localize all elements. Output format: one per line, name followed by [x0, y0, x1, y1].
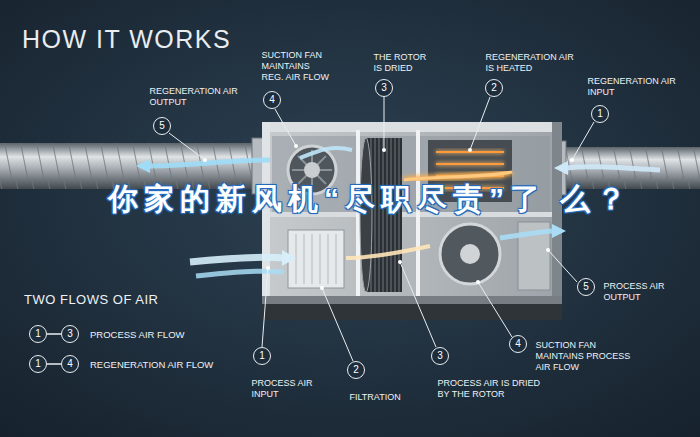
leader-dot [320, 286, 324, 290]
callout-circle: 1REGENERATION AIR INPUT [591, 105, 609, 123]
top-frame [262, 122, 562, 132]
filter [288, 230, 344, 288]
leader-dot [203, 158, 207, 162]
leader-line [400, 262, 436, 347]
callout-circle: 1PROCESS AIR INPUT [253, 347, 271, 365]
callout-number: 3 [437, 351, 443, 361]
callout-label: REGENERATION AIR IS HEATED [486, 52, 582, 74]
callout-number: 2 [353, 365, 359, 375]
legend-dash [47, 363, 61, 365]
leader-dot [570, 158, 574, 162]
regeneration-input-flow [566, 167, 660, 170]
callout-circle: 5PROCESS AIR OUTPUT [577, 278, 595, 296]
callout-label: SUCTION FAN MAINTAINS PROCESS AIR FLOW [536, 340, 638, 373]
leader-dot [468, 148, 472, 152]
callout-label: SUCTION FAN MAINTAINS REG. AIR FLOW [262, 50, 333, 83]
legend-text: REGENERATION AIR FLOW [90, 359, 213, 370]
callout-number: 4 [67, 359, 73, 369]
leader-dot [546, 248, 550, 252]
process-fan-hub [460, 244, 480, 264]
callout-circle: 3THE ROTOR IS DRIED [375, 79, 393, 97]
legend-dash [47, 333, 61, 335]
leader-dots [203, 144, 574, 290]
legend-circle: 4 [61, 355, 79, 373]
leader-dot [476, 280, 480, 284]
leader-line [262, 268, 268, 347]
callout-label: REGENERATION AIR OUTPUT [150, 86, 250, 108]
callout-number: 3 [67, 329, 73, 339]
dried-air-flow [346, 246, 430, 258]
callout-circle: 2FILTRATION [347, 361, 365, 379]
callout-number: 1 [597, 109, 603, 119]
heated-air-glow [404, 172, 512, 180]
process-fan [440, 224, 500, 284]
flow-arrowhead [136, 159, 150, 173]
legend-circle: 3 [61, 325, 79, 343]
callout-label: FILTRATION [350, 392, 430, 403]
leader-line [275, 109, 296, 146]
diagram-title: HOW IT WORKS [22, 24, 231, 54]
legend-circle: 1 [29, 325, 47, 343]
filter-pleats [296, 234, 336, 284]
callout-label: PROCESS AIR OUTPUT [604, 281, 684, 303]
callout-number: 1 [259, 351, 265, 361]
callout-circle: 4SUCTION FAN MAINTAINS PROCESS AIR FLOW [509, 335, 527, 353]
process-input-flow [196, 271, 284, 276]
regeneration-fan-flow [300, 148, 352, 158]
leader-dot [382, 148, 386, 152]
fan-hub [304, 162, 320, 178]
callout-circle: 3PROCESS AIR IS DRIED BY THE ROTOR [431, 347, 449, 365]
floor [262, 296, 562, 304]
callout-number: 1 [35, 359, 41, 369]
callout-circle: 4SUCTION FAN MAINTAINS REG. AIR FLOW [263, 91, 281, 109]
regeneration-output-flow [150, 160, 270, 166]
leader-line [478, 282, 512, 337]
callout-label: PROCESS AIR IS DRIED BY THE ROTOR [438, 378, 548, 400]
leader-dot [266, 266, 270, 270]
legend-heading: TWO FLOWS OF AIR [24, 292, 158, 308]
process-input-flow [190, 257, 284, 262]
legend-text: PROCESS AIR FLOW [90, 329, 185, 340]
heated-air-flow [404, 172, 512, 180]
callout-number: 3 [381, 83, 387, 93]
flow-arrowhead [554, 161, 568, 175]
leader-line [572, 122, 594, 160]
callout-label: PROCESS AIR INPUT [252, 378, 324, 400]
leader-dot [294, 144, 298, 148]
overlay-slogan: 你家的新风机“尽职尽责”了 么？ [108, 182, 638, 216]
leader-line [548, 250, 577, 282]
callout-number: 1 [35, 329, 41, 339]
callout-label: THE ROTOR IS DRIED [374, 52, 432, 74]
legend-circle: 1 [29, 355, 47, 373]
leader-dot [398, 260, 402, 264]
callout-number: 5 [583, 282, 589, 292]
process-output-flow [500, 231, 552, 238]
callout-label: REGENERATION AIR INPUT [588, 76, 684, 98]
callout-number: 4 [515, 339, 521, 349]
leader-line [322, 288, 353, 361]
right-post [552, 122, 562, 318]
flow-arrowhead [552, 224, 566, 238]
leader-line [169, 133, 205, 160]
callout-number: 2 [491, 83, 497, 93]
flow-arrowhead [282, 250, 296, 266]
callout-circle: 5REGENERATION AIR OUTPUT [153, 117, 171, 135]
callout-number: 4 [269, 95, 275, 105]
callout-circle: 2REGENERATION AIR IS HEATED [485, 79, 503, 97]
leader-line [470, 97, 490, 150]
callout-number: 5 [159, 121, 165, 131]
leader-lines [169, 97, 594, 361]
base [262, 304, 562, 320]
leader-line [384, 97, 385, 150]
